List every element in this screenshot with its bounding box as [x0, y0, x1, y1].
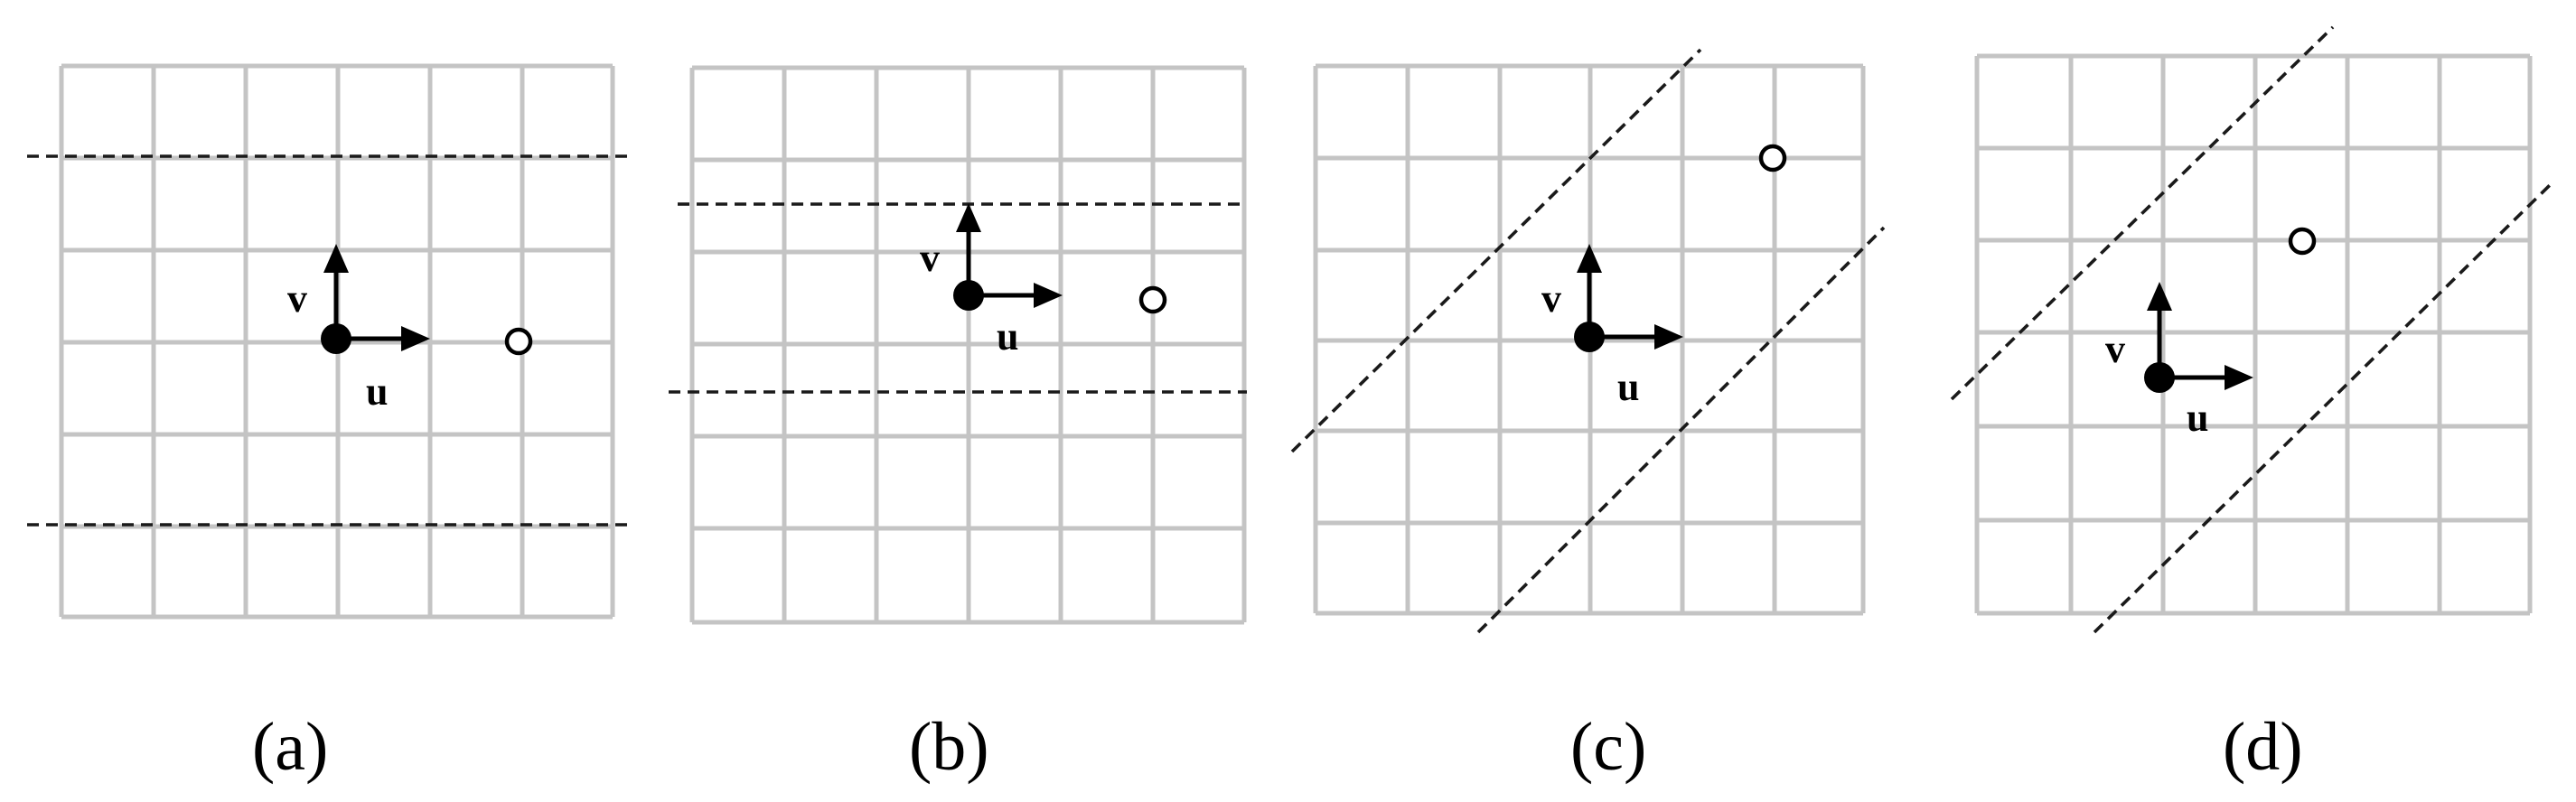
u-label-c: u	[1617, 365, 1639, 409]
caption-b: (b)	[909, 709, 989, 785]
boundary-line-c-1	[1290, 48, 1702, 453]
u-label-b: u	[997, 314, 1018, 359]
v-label-a: v	[287, 276, 307, 321]
panel-d: v u (d)	[1950, 25, 2552, 785]
target-point-a	[504, 327, 533, 356]
boundary-line-d-1	[1950, 25, 2335, 401]
origin-point-d	[2144, 362, 2175, 393]
target-point-b	[1138, 285, 1167, 314]
v-label-c: v	[1541, 276, 1561, 321]
caption-d: (d)	[2223, 709, 2303, 785]
panel-b: v u (b)	[669, 65, 1247, 785]
origin-point-a	[321, 323, 351, 354]
origin-point-c	[1574, 322, 1605, 352]
grid-d	[1974, 53, 2533, 616]
boundary-line-c-2	[1476, 226, 1886, 634]
boundary-line-d-2	[2093, 183, 2552, 634]
panel-c: v u (c)	[1290, 48, 1886, 785]
origin-point-b	[953, 280, 984, 311]
target-point-d	[2288, 227, 2317, 256]
v-label-d: v	[2105, 327, 2125, 371]
grid-b	[689, 65, 1247, 625]
caption-a: (a)	[252, 709, 328, 785]
caption-c: (c)	[1570, 709, 1646, 785]
v-label-b: v	[920, 236, 940, 280]
u-label-a: u	[366, 369, 388, 414]
target-point-c	[1758, 144, 1787, 173]
panel-a: v u (a)	[27, 63, 632, 785]
u-label-d: u	[2187, 396, 2208, 440]
